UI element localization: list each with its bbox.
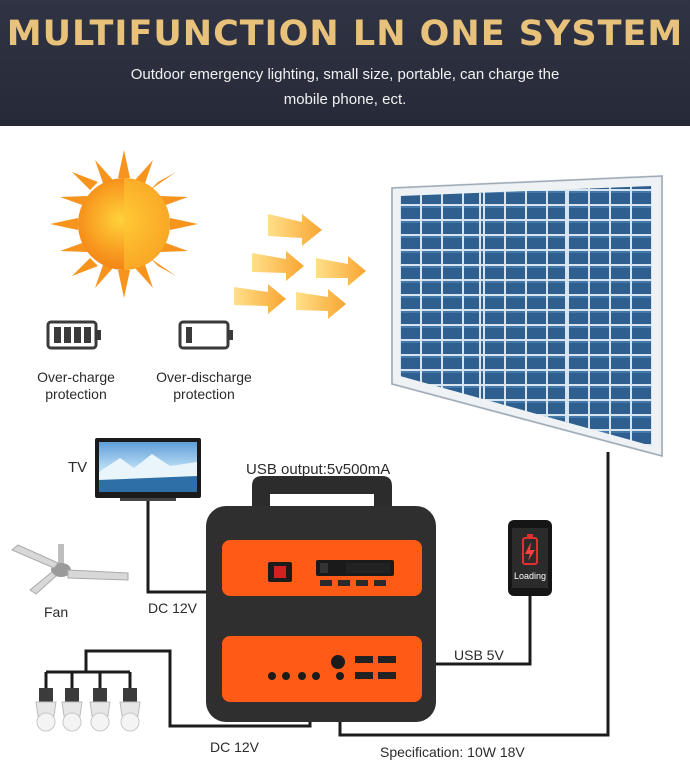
sunlight-arrows: [234, 214, 366, 319]
fan-label: Fan: [44, 604, 69, 620]
power-station-unit: [206, 476, 436, 722]
solar-panel: [391, 174, 663, 458]
phone-screen-label: Loading: [513, 571, 547, 581]
usb-phone-label: USB 5V: [454, 647, 504, 663]
smartphone-icon: [508, 520, 552, 596]
page-title: MULTIFUNCTION LN ONE SYSTEM: [6, 14, 684, 54]
sun-icon: [50, 150, 198, 298]
low-battery-icon: [178, 320, 233, 350]
tv-label: TV: [68, 459, 88, 476]
page-subtitle: Outdoor emergency lighting, small size, …: [130, 66, 560, 108]
full-battery-icon: [46, 320, 101, 350]
specification-label: Specification: 10W 18V: [380, 744, 525, 760]
usb-output-label: USB output:5v500mA: [246, 461, 391, 478]
header-banner: MULTIFUNCTION LN ONE SYSTEM Outdoor emer…: [0, 0, 690, 126]
led-bulbs: [35, 688, 141, 732]
dc-fan-label: DC 12V: [148, 600, 198, 616]
ceiling-fan-icon: [11, 544, 129, 595]
overdischarge-label: Over-discharge protection: [156, 369, 252, 402]
overcharge-label: Over-charge protection: [37, 369, 115, 402]
dc-bulbs-label: DC 12V: [210, 739, 260, 755]
tv-icon: [95, 438, 201, 501]
